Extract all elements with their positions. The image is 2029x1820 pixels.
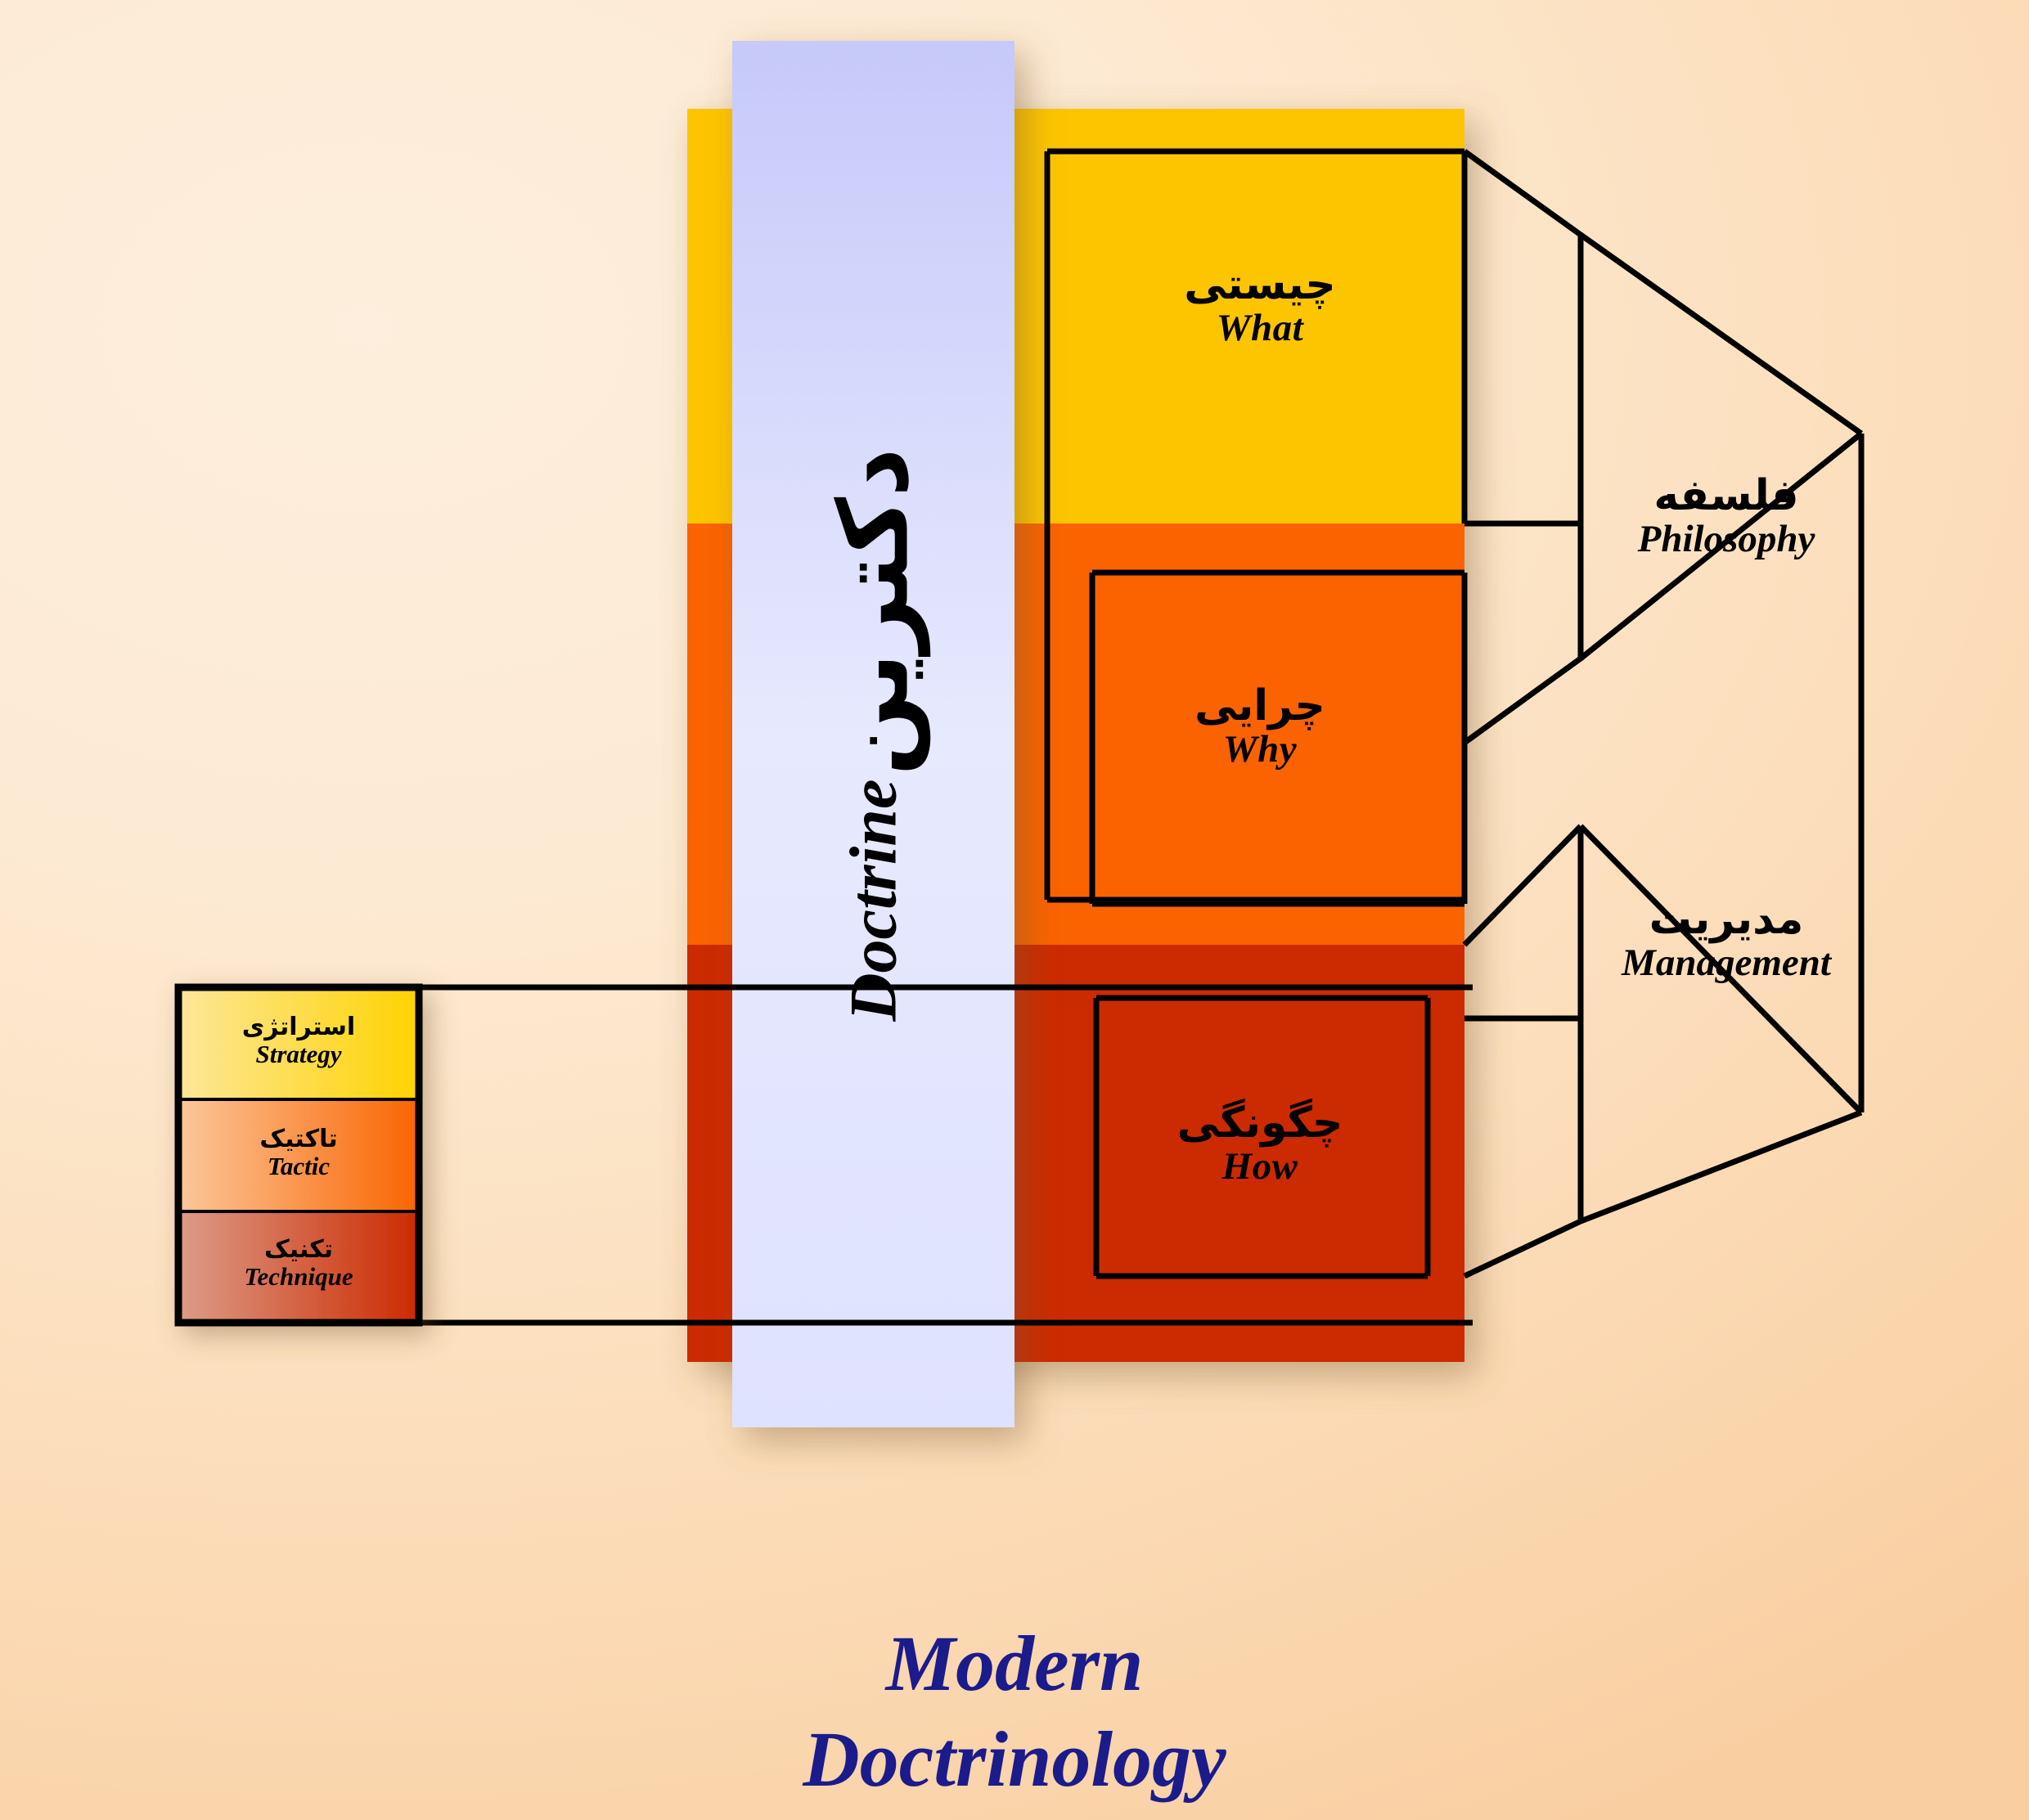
- management-bracket: [1462, 824, 1583, 947]
- management-stub-bottom: [1463, 1218, 1582, 1279]
- cross-line-c: [1578, 824, 1864, 1115]
- band-label-what: چیستی What: [1088, 262, 1432, 349]
- legend-label-technique-fa: تکنیک: [264, 1235, 333, 1264]
- legend-label-strategy: استراتژی Strategy: [178, 1013, 419, 1069]
- side-label-management: مدیریت Management: [1604, 897, 1849, 984]
- band-label-why-en: Why: [1222, 728, 1298, 771]
- legend-label-tactic: تاکتیک Tactic: [178, 1126, 419, 1180]
- side-label-philosophy: فلسفه Philosophy: [1604, 473, 1849, 560]
- right-bracket-lines: [1044, 148, 1865, 1279]
- philosophy-bracket: [1462, 149, 1584, 745]
- side-label-management-fa: مدیریت: [1649, 895, 1804, 944]
- legend-connector-lines: [419, 984, 1473, 1326]
- legend-label-tactic-fa: تاکتیک: [259, 1125, 338, 1153]
- band-label-why: چرایی Why: [1088, 683, 1432, 771]
- band-label-what-en: What: [1216, 307, 1304, 350]
- side-label-management-en: Management: [1622, 941, 1831, 985]
- legend-label-tactic-en: Tactic: [267, 1152, 331, 1181]
- page-title-line1: Modern: [885, 1620, 1144, 1707]
- cross-line-b: [1578, 431, 1864, 661]
- side-label-philosophy-fa: فلسفه: [1653, 471, 1799, 520]
- band-label-what-fa: چیستی: [1184, 260, 1336, 309]
- page-title: Modern Doctrinology: [0, 1616, 2029, 1807]
- legend-label-technique-en: Technique: [244, 1262, 353, 1292]
- legend-label-strategy-fa: استراتژی: [241, 1013, 356, 1041]
- cross-line-a: [1578, 232, 1864, 436]
- band-label-how: چگونگی How: [1088, 1100, 1432, 1188]
- band-label-how-en: How: [1221, 1145, 1298, 1189]
- side-label-philosophy-en: Philosophy: [1637, 518, 1815, 561]
- page-title-line2: Doctrinology: [803, 1715, 1226, 1804]
- band-label-why-fa: چرایی: [1194, 681, 1325, 730]
- band-label-how-fa: چگونگی: [1176, 1099, 1343, 1148]
- cross-line-d: [1579, 1109, 1863, 1225]
- legend-box: [174, 983, 423, 1327]
- doctrine-column: [732, 41, 1014, 1427]
- legend-label-strategy-en: Strategy: [255, 1040, 342, 1069]
- legend-label-technique: تکنیک Technique: [178, 1235, 419, 1292]
